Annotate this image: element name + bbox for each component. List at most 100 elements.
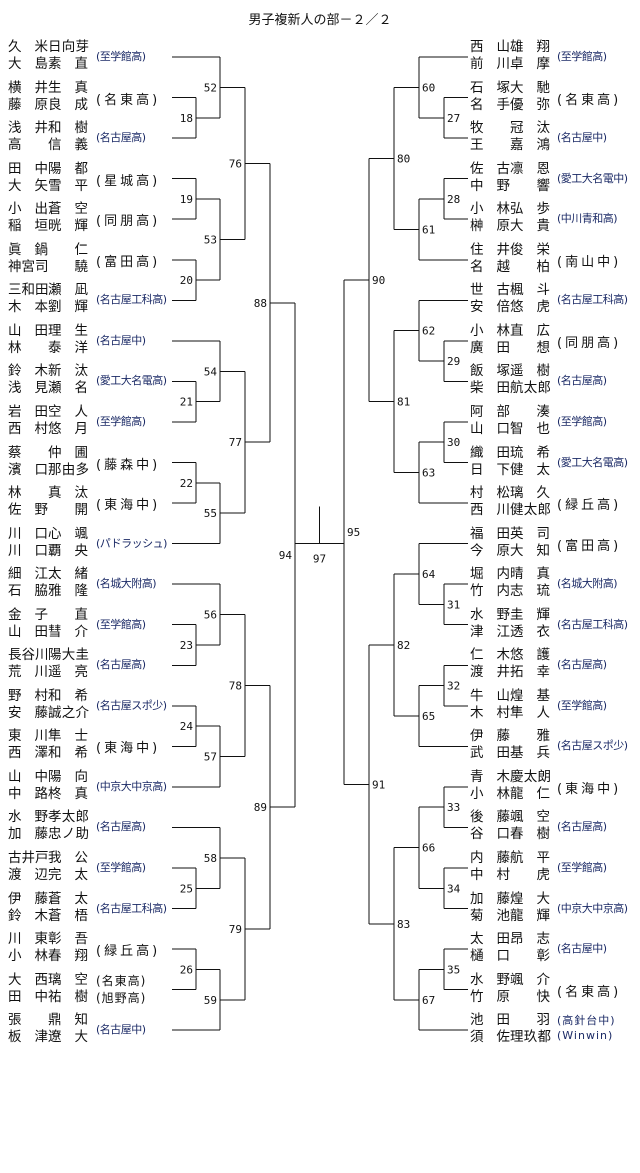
team-entry: 西山雄翔前川卓摩 (至学館高) [0,37,640,77]
team-entry: 浅井和樹高信義(名古屋高) [0,118,640,158]
school-name: (中川青和高) [557,212,618,226]
given-name: 祐樹 [48,988,88,1005]
team-entry: 水野圭輝津江透衣(名古屋工科高) [0,605,640,645]
player-name: 牛山煌基 [470,688,550,705]
family-name: 蔡 [8,444,22,461]
match-number: 31 [447,598,460,611]
player-names: 太田昂志樋口彰 [470,931,550,965]
family-name: 高 [8,137,22,154]
given-name: 蒼太 [48,890,88,907]
player-name: 樋口彰 [470,948,550,965]
given-name: 優弥 [510,96,550,113]
match-number: 82 [397,639,410,652]
school-name: (至学館高) [557,50,607,63]
match-number: 80 [397,152,410,165]
given-name: 隼人 [510,704,550,721]
player-name: 伊藤蒼太 [8,891,88,908]
given-name: 劉輝 [48,299,88,316]
school-name: (名古屋中) [557,942,607,956]
given-name: 璃空 [48,971,88,988]
given-name: 龍仁 [510,785,550,802]
player-name: 石脇雅隆 [8,583,88,600]
given-name: 太緒 [48,566,88,583]
given-name: 理生 [48,322,88,339]
given-name: 驍 [74,258,89,275]
given-name: 蒼梧 [48,907,88,924]
given-name: 悠虎 [510,299,550,316]
player-names: 大西璃空田中祐樹 [8,972,88,1006]
player-name: 中村虎 [470,867,550,884]
family-name: 内藤 [470,850,510,866]
player-name: 大西璃空 [8,972,88,989]
player-name: 小林弘歩 [470,201,550,218]
player-names: 浅井和樹高信義 [8,120,88,154]
player-name: 仁木悠護 [470,647,550,664]
given-name: 悠護 [510,647,550,664]
match-number: 77 [229,436,242,449]
team-entry: 眞鍋仁神宮司驍(富田高) [0,240,640,280]
school-name: (名古屋中) [96,1023,146,1037]
player-names: 横井生真藤原良成 [8,80,88,114]
player-names: 池田羽須佐理玖都 [470,1012,551,1046]
given-name: 隼士 [48,728,88,745]
match-number: 19 [180,193,193,206]
player-name: 高信義 [8,137,88,154]
match-number: 59 [204,994,217,1007]
family-name: 日下 [470,461,510,478]
school-name: (名古屋高) [96,658,146,672]
player-name: 名越柏 [470,259,550,276]
given-name: 仲圃 [48,444,88,461]
match-number: 56 [204,609,217,622]
player-name: 飯塚遥樹 [470,363,550,380]
player-name: 大矢雪平 [8,178,88,195]
family-name: 水野 [8,809,48,826]
family-name: 中野 [470,177,510,194]
player-name: 林真汰 [8,485,88,502]
player-names: 野村和希安藤誠之介 [8,688,89,722]
player-names: 佐古凛恩中野響 [470,161,550,195]
given-name: 冠汰 [510,120,550,137]
family-name: 安藤 [8,704,48,721]
match-number: 90 [372,274,385,287]
player-name: 織田琉希 [470,445,550,462]
team-entry: 青木慶太朗小林龍仁(東海中) [0,767,640,807]
family-name: 菊池 [470,907,510,924]
team-entry: 山田理生林泰洋(名古屋中) [0,321,640,361]
match-number: 97 [313,553,326,566]
given-name: 開 [74,502,89,519]
player-names: 福田英司今原大知 [470,526,550,560]
player-name: 山田理生 [8,323,88,340]
school-name: (旭野高) [96,990,147,1005]
given-name: 柏 [536,258,551,275]
player-name: 王嘉鴻 [470,137,550,154]
given-name: 璃久 [510,485,550,502]
team-entry: 内藤航平中村虎(至学館高) [0,848,640,888]
given-name: 響 [536,177,551,194]
player-name: 久米日向芽 [8,39,89,56]
player-name: 川口心颯 [8,526,88,543]
family-name: 長谷川 [8,647,49,664]
school-name: (高針台中) [557,1014,616,1028]
family-name: 浅井 [8,120,48,137]
school-name: (名古屋工科高) [96,293,167,307]
player-name: 前川卓摩 [470,56,550,73]
given-name: 想 [536,339,551,356]
family-name: 田中 [8,988,48,1005]
match-number: 28 [447,193,460,206]
player-names: 伊藤雅武田基兵 [470,728,550,762]
family-name: 田中 [8,160,48,177]
player-names: 細江太緒石脇雅隆 [8,566,88,600]
team-entry: 加藤煌大菊池龍輝(中京大中京高) [0,889,640,929]
team-entry: 牧冠汰王嘉鴻(名古屋中) [0,118,640,158]
family-name: 前川 [470,56,510,72]
school-name: (名城大附高) [96,577,157,591]
school-name: (名古屋中) [96,333,146,347]
family-name: 石塚 [470,79,510,96]
school-name: (東海中) [557,781,622,797]
player-name: 住井俊栄 [470,242,550,259]
player-name: 西山雄翔 [470,39,550,56]
player-name: 稲垣晄輝 [8,218,88,235]
family-name: 榊原 [470,218,510,235]
player-name: 西澤和希 [8,745,88,762]
